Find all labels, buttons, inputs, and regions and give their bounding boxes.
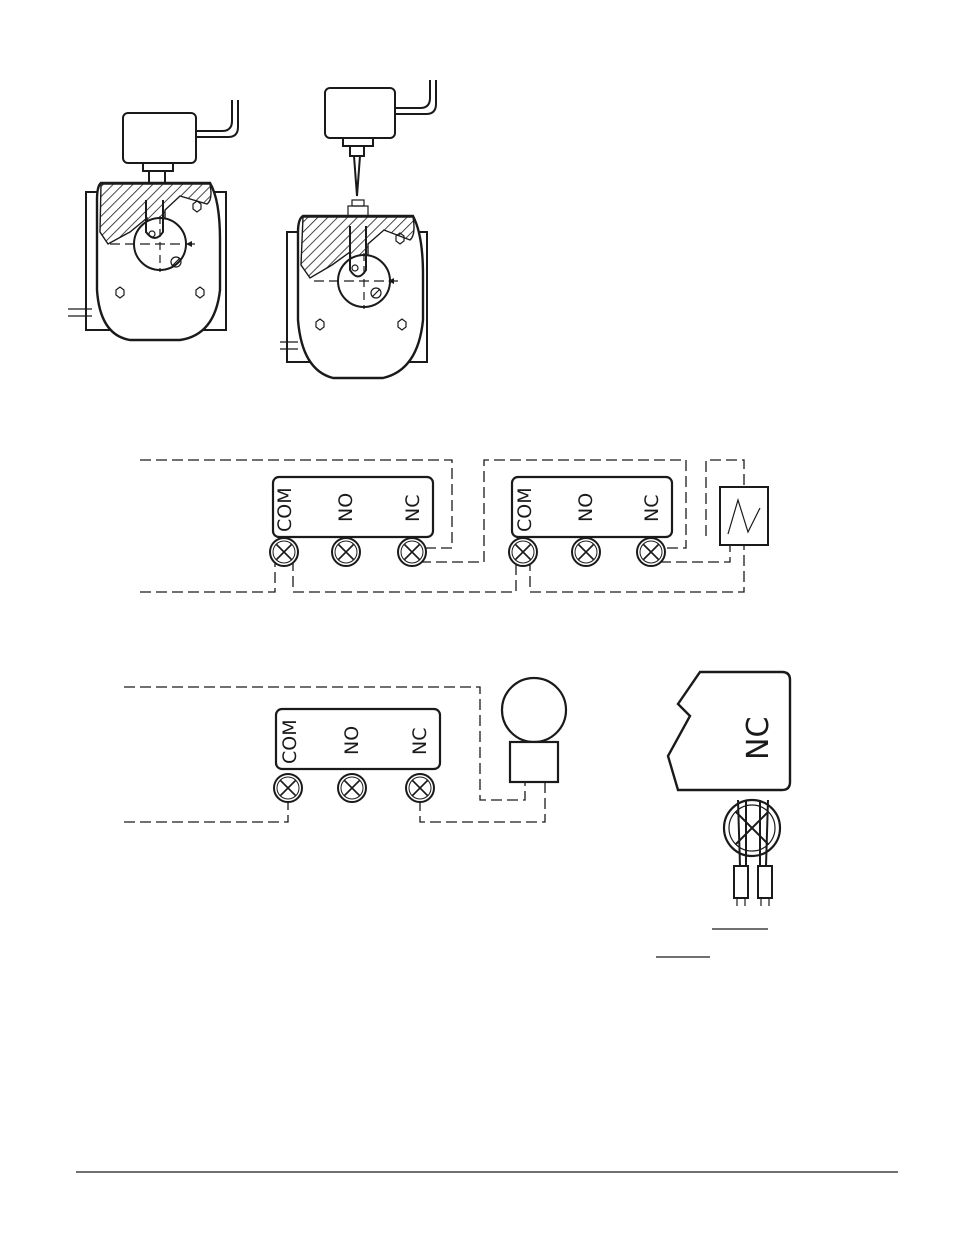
terminal-3-no-label: NO [341,726,363,755]
wiring-diagram-b: COM NO NC [124,678,566,822]
terminal-2-no-label: NO [575,493,597,522]
terminal-3-nc-label: NC [409,728,431,755]
wiring-diagram-a: COM NO NC COM NO NC [140,460,768,592]
detail-nc-label: NC [741,717,776,760]
heater-element-icon [720,487,768,545]
lamp-icon [502,678,566,782]
terminal-screw-icon[interactable] [270,538,298,566]
terminal-1-com-label: COM [274,487,296,532]
terminal-screw-icon[interactable] [637,538,665,566]
terminal-3-com-label: COM [279,719,301,764]
terminal-screw-icon[interactable] [332,538,360,566]
terminal-screw-icon[interactable] [338,774,366,802]
terminal-block-3: COM NO NC [274,709,440,802]
terminal-screw-icon[interactable] [274,774,302,802]
terminal-block-2: COM NO NC [509,477,672,566]
terminal-screw-icon[interactable] [398,538,426,566]
terminal-screw-icon[interactable] [406,774,434,802]
terminal-screw-icon[interactable] [572,538,600,566]
terminal-1-no-label: NO [335,493,357,522]
switch-assembly-2-icon [280,80,436,378]
terminal-screw-icon[interactable] [724,800,780,856]
switch-assembly-1-icon [68,100,238,340]
terminal-screw-icon[interactable] [509,538,537,566]
terminal-block-1: COM NO NC [270,477,433,566]
nc-terminal-detail: NC [656,672,790,957]
terminal-2-nc-label: NC [641,495,663,522]
terminal-2-com-label: COM [514,487,536,532]
terminal-1-nc-label: NC [402,495,424,522]
